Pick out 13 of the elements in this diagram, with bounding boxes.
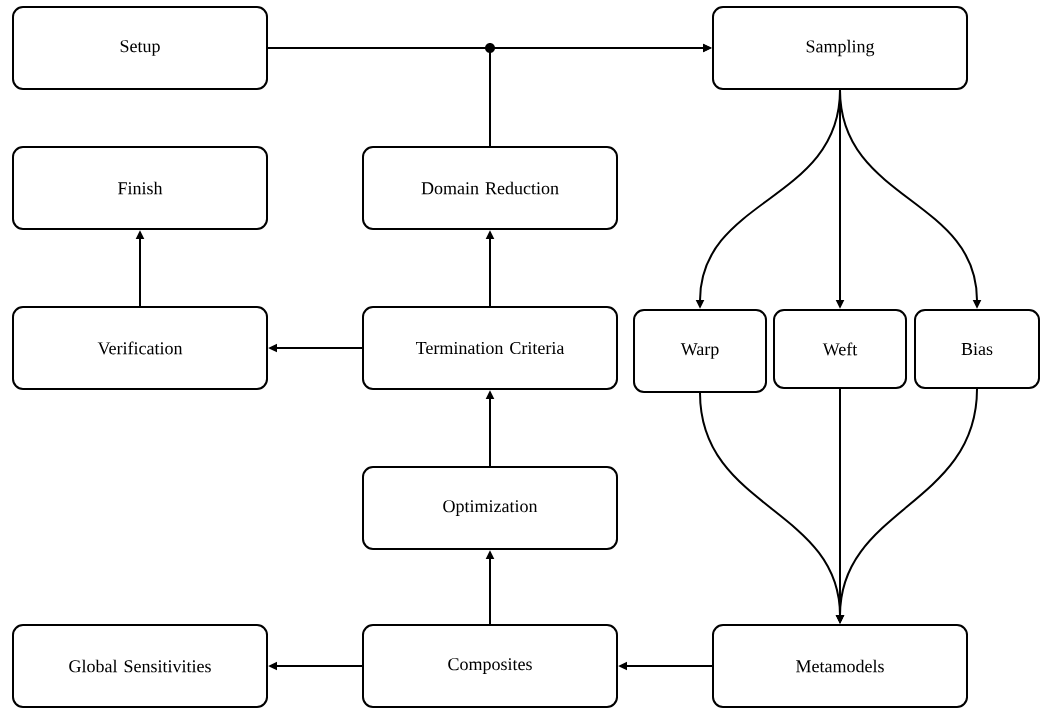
process-box: Sampling	[712, 6, 968, 90]
process-box: Setup	[12, 6, 268, 90]
process-box: Verification	[12, 306, 268, 390]
process-box: Termination Criteria	[362, 306, 618, 390]
process-box: Optimization	[362, 466, 618, 550]
process-box: Metamodels	[712, 624, 968, 708]
process-box: Weft	[773, 309, 907, 389]
process-box: Composites	[362, 624, 618, 708]
process-box: Global Sensitivities	[12, 624, 268, 708]
process-box: Finish	[12, 146, 268, 230]
process-box: Domain Reduction	[362, 146, 618, 230]
process-box: Bias	[914, 309, 1040, 389]
process-box: Warp	[633, 309, 767, 393]
